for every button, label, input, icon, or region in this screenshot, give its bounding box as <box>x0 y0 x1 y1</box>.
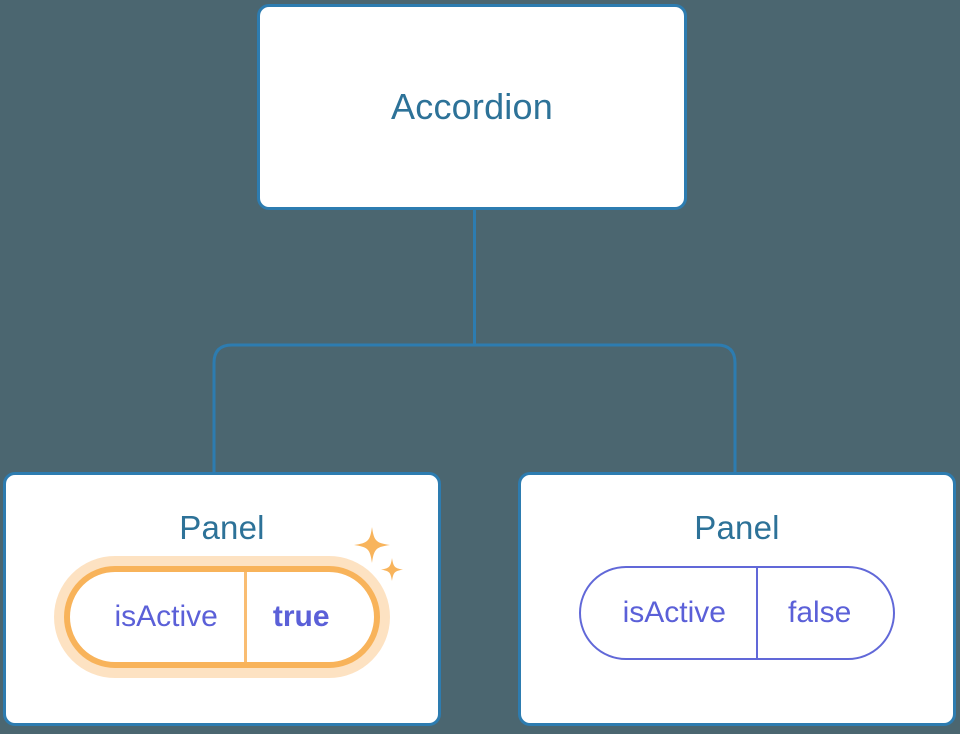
node-title-panel-left: Panel <box>179 509 265 546</box>
prop-pill-isactive-true[interactable]: isActive true <box>64 566 380 668</box>
sparkle-large-icon <box>353 527 390 563</box>
sparkle-small-icon <box>380 558 403 581</box>
tree-node-panel-inactive[interactable]: Panel isActive false <box>518 472 956 726</box>
tree-node-panel-active[interactable]: Panel isActive true <box>3 472 441 726</box>
prop-key-isactive-right: isActive <box>581 568 758 658</box>
node-title-accordion: Accordion <box>391 86 553 127</box>
prop-pill-isactive-false[interactable]: isActive false <box>578 566 896 660</box>
prop-value-isactive-right: false <box>787 596 852 629</box>
prop-pill-wrapper-right: isActive false <box>578 566 896 660</box>
edge-children-bus <box>212 343 737 472</box>
prop-value-isactive-left: true <box>272 600 330 633</box>
node-title-panel-right: Panel <box>694 509 780 546</box>
tree-node-accordion[interactable]: Accordion <box>257 4 687 210</box>
prop-pill-wrapper-left: isActive true <box>64 527 403 668</box>
prop-key-isactive-left: isActive <box>70 572 247 662</box>
